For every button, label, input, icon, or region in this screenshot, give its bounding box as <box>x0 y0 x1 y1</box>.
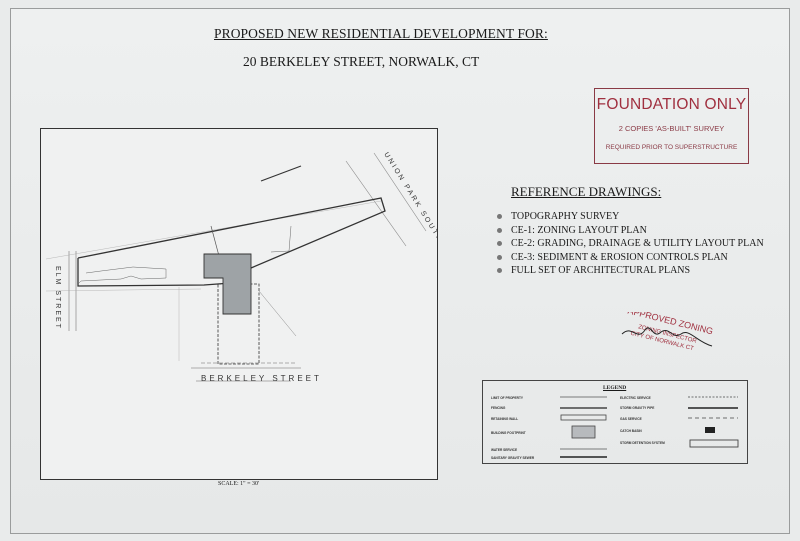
elm-street-label: ELM STREET <box>54 266 61 330</box>
union-park-road-edge <box>373 152 427 232</box>
list-item: CE-1: ZONING LAYOUT PLAN <box>497 224 764 238</box>
site-plan: BERKELEY STREET ELM STREET UNION PARK SO… <box>40 128 444 480</box>
bullet-icon <box>497 254 502 260</box>
legend-label: LIMIT OF PROPERTY <box>491 396 524 400</box>
legend-label: STORM DETENTION SYSTEM <box>620 441 665 445</box>
list-item: TOPOGRAPHY SURVEY <box>497 210 764 224</box>
legend-label: FENCING <box>491 406 506 410</box>
reference-drawings-title: REFERENCE DRAWINGS: <box>511 184 662 199</box>
site-plan-drawing: BERKELEY STREET ELM STREET UNION PARK SO… <box>45 151 444 383</box>
approved-zoning-stamp: APPROVED ZONING ZONING INSPECTOR CITY OF… <box>621 312 714 352</box>
stamp-line-1: 2 COPIES 'AS-BUILT' SURVEY <box>618 124 725 133</box>
north-arrow-icon <box>260 165 302 182</box>
legend-box: LEGEND LIMIT OF PROPERTY FENCING RETAINI… <box>482 380 748 464</box>
project-address: 20 BERKELEY STREET, NORWALK, CT <box>243 54 480 69</box>
union-park-south-label: UNION PARK SOUTH <box>382 151 437 243</box>
bullet-icon <box>497 268 502 274</box>
union-park-road-edge <box>345 160 407 247</box>
legend-label: SANITARY GRAVITY SEWER <box>491 456 535 460</box>
legend-label: WATER SERVICE <box>491 448 518 452</box>
legend-label: RETAINING WALL <box>491 417 519 421</box>
berkeley-street-label: BERKELEY STREET <box>201 374 322 383</box>
bullet-icon <box>497 227 502 233</box>
list-item: FULL SET OF ARCHITECTURAL PLANS <box>497 264 764 278</box>
legend-symbols <box>560 396 739 458</box>
bullet-icon <box>497 214 502 220</box>
page-title: PROPOSED NEW RESIDENTIAL DEVELOPMENT FOR… <box>214 26 548 41</box>
building-footprint <box>203 253 252 315</box>
legend-title: LEGEND <box>603 385 627 391</box>
bullet-icon <box>497 241 502 247</box>
legend-label: CATCH BASIN <box>620 429 642 433</box>
stamp-headline: FOUNDATION ONLY <box>596 96 747 113</box>
legend-label: ELECTRIC SERVICE <box>620 396 651 400</box>
legend-label: BUILDING FOOTPRINT <box>491 431 526 435</box>
list-item: CE-2: GRADING, DRAINAGE & UTILITY LAYOUT… <box>497 237 764 251</box>
stamp-line-2: REQUIRED PRIOR TO SUPERSTRUCTURE <box>605 144 738 151</box>
list-item: CE-3: SEDIMENT & EROSION CONTROLS PLAN <box>497 251 764 265</box>
foundation-only-stamp: FOUNDATION ONLY 2 COPIES 'AS-BUILT' SURV… <box>594 88 749 164</box>
scale-label: SCALE: 1" = 30' <box>218 481 260 487</box>
reference-drawings-list: TOPOGRAPHY SURVEY CE-1: ZONING LAYOUT PL… <box>497 210 764 278</box>
signature <box>621 327 713 347</box>
legend-label: GAS SERVICE <box>620 417 642 421</box>
legend-label: STORM GRAVITY PIPE <box>620 406 655 410</box>
